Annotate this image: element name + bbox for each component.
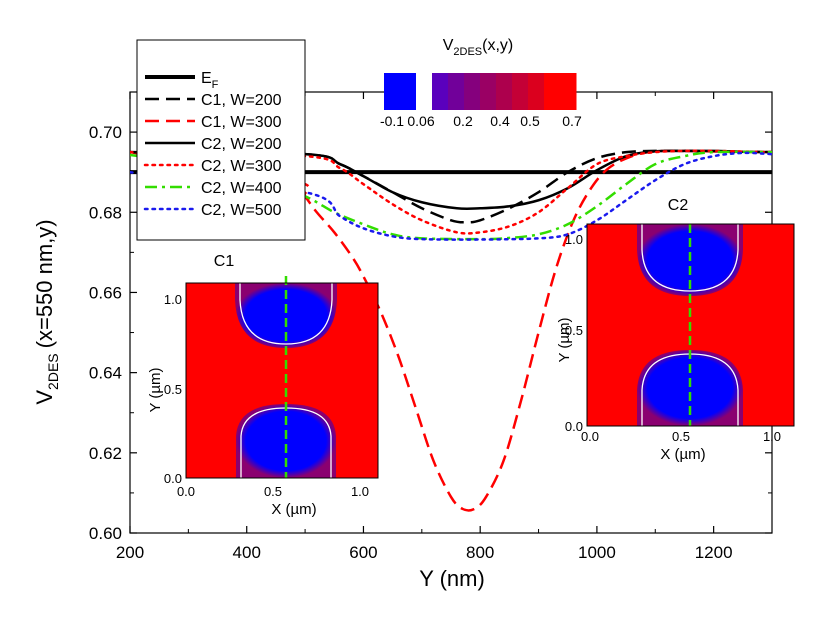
x-axis-label: Y (nm): [419, 566, 485, 591]
y-axis-label-sub: 2DES: [45, 353, 61, 390]
colorbar-cell-6: [480, 73, 497, 110]
y-tick-label: 0.68: [89, 203, 122, 222]
series-line-2: [130, 149, 772, 512]
colorbar-title: V2DES(x,y): [443, 37, 514, 58]
inset-c1-xtick-0: 0.0: [177, 484, 195, 499]
legend-label-1: C1, W=200: [201, 92, 282, 109]
colorbar-cell-9: [528, 73, 545, 110]
inset-c1-top-region: [235, 283, 337, 348]
inset-c2-frame: [586, 223, 795, 427]
inset-c2-top-contour: [641, 224, 739, 292]
inset-c1-ylabel: Y (µm): [147, 367, 164, 412]
inset-c1-frame: [185, 282, 379, 479]
colorbar-cell-7: [496, 73, 513, 110]
colorbar-tick-label-2: 0.2: [453, 113, 473, 129]
y-tick-label: 0.70: [89, 123, 122, 142]
inset-c2-ytick-1: 0.5: [565, 323, 583, 338]
colorbar-cell-5: [464, 73, 481, 110]
series-line-5: [130, 150, 772, 241]
colorbar-cell-0: [384, 73, 401, 110]
inset-c1-xtick-1: 0.5: [264, 484, 282, 499]
x-tick-label: 600: [349, 543, 377, 562]
y-tick-label: 0.64: [89, 364, 122, 383]
colorbar-title-sub: 2DES: [453, 46, 482, 58]
inset-c2-bottom-region: [637, 350, 743, 426]
y-tick-label: 0.66: [89, 283, 122, 302]
x-tick-label: 1000: [578, 543, 616, 562]
inset-c1-bottom-region: [236, 404, 336, 478]
legend-label-5: C2, W=400: [201, 180, 282, 197]
series-line-3: [130, 149, 772, 211]
series-line-4: [130, 149, 772, 235]
y-axis-label-main: V: [32, 390, 57, 405]
colorbar-tick-label-5: 0.7: [562, 113, 582, 129]
colorbar-cell-10: [544, 73, 561, 110]
colorbar-tick-label-0: -0.1: [380, 113, 404, 129]
inset-c1-ytick-1: 0.5: [164, 382, 182, 397]
y-axis: 0.60 0.62 0.64 0.66 0.68 0.70: [89, 91, 772, 543]
inset-c2-xtick-0: 0.0: [581, 429, 599, 444]
legend-label-3: C2, W=200: [201, 136, 282, 153]
inset-c2-xlabel: X (µm): [660, 446, 705, 463]
inset-c1: C1 0.0 0.5 1.0 0.0 0.5 1.0 X (µm) Y (µm): [147, 253, 379, 518]
y-axis-label: V2DES (x=550 nm,y): [32, 219, 61, 404]
colorbar-tick-label-3: 0.4: [490, 113, 510, 129]
colorbar-tick-label-1: 0.06: [407, 113, 434, 129]
legend-label-4: C2, W=300: [201, 158, 282, 175]
colorbar-cell-1: [400, 73, 417, 110]
inset-c2-ytick-0: 0.0: [565, 419, 583, 434]
colorbar-title-rest: (x,y): [482, 37, 513, 54]
y-axis-label-rest: (x=550 nm,y): [32, 219, 57, 348]
colorbar-cell-8: [512, 73, 529, 110]
legend-label-6: C2, W=500: [201, 202, 282, 219]
inset-c2-xtick-1: 0.5: [672, 429, 690, 444]
colorbar-tick-label-4: 0.5: [520, 113, 540, 129]
inset-c2: C2 0.0 0.5 1.0 0.0 0.5 1.0 X (µm) Y (µm): [556, 197, 795, 463]
series-line-6: [130, 151, 772, 241]
inset-c1-top-contour: [239, 283, 333, 345]
y-tick-label: 0.62: [89, 444, 122, 463]
inset-c2-ytick-2: 1.0: [565, 232, 583, 247]
y-tick-label: 0.60: [89, 524, 122, 543]
inset-c1-title: C1: [214, 253, 235, 270]
x-tick-label: 800: [466, 543, 494, 562]
inset-c1-ytick-2: 1.0: [164, 292, 182, 307]
colorbar-cell-2: [416, 73, 433, 110]
inset-c1-xtick-2: 1.0: [351, 484, 369, 499]
inset-c1-xlabel: X (µm): [271, 501, 316, 518]
colorbar-cell-4: [448, 73, 465, 110]
x-tick-label: 400: [233, 543, 261, 562]
inset-c2-ylabel: Y (µm): [556, 317, 573, 362]
colorbar-cell-3: [432, 73, 449, 110]
x-axis: 200 400 600 800 1000 1200: [116, 92, 733, 562]
x-tick-label: 200: [116, 543, 144, 562]
colorbar-cell-11: [560, 73, 577, 110]
legend-label-sub-0: F: [212, 79, 219, 91]
legend-box: [136, 39, 306, 241]
inset-c2-xtick-2: 1.0: [763, 429, 781, 444]
colorbar-title-main: V: [443, 37, 454, 54]
inset-c1-ytick-0: 0.0: [164, 471, 182, 486]
inset-c2-title: C2: [668, 197, 689, 214]
x-tick-label: 1200: [695, 543, 733, 562]
legend-label-2: C1, W=300: [201, 114, 282, 131]
series-layer: [130, 149, 772, 512]
